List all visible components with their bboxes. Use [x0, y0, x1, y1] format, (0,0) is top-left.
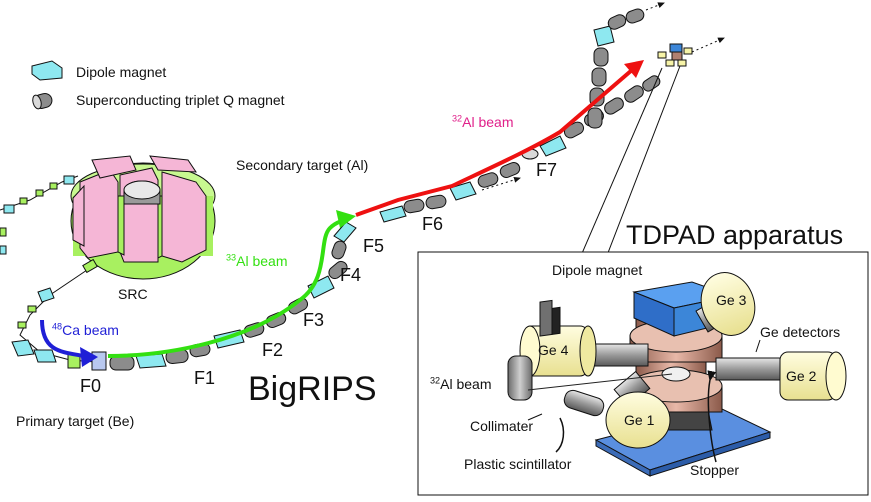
beams: [40, 60, 644, 367]
inset-title: TDPAD apparatus: [626, 220, 844, 250]
legend-quad-icon: [32, 92, 53, 110]
tdpad-icon: [657, 37, 725, 67]
focal-plane-f2: F2: [262, 340, 284, 360]
ge4-label: Ge 4: [538, 342, 569, 358]
bigrips-label: BigRIPS: [248, 370, 377, 408]
tdpad-apparatus: [507, 272, 847, 477]
ge3-detector: [700, 272, 756, 336]
scintillator-label: Plastic scintillator: [464, 456, 572, 472]
al33-beam-label: 33Al beam: [226, 252, 288, 269]
legend-triplet-label: Superconducting triplet Q magnet: [76, 92, 285, 108]
inset-beam-label: 32Al beam: [430, 375, 492, 392]
primary-target-block: [91, 351, 107, 371]
bigrips-beamline: [91, 2, 725, 371]
stopper-label: Stopper: [690, 462, 740, 478]
focal-plane-f3: F3: [303, 310, 325, 330]
secondary-target-label: Secondary target (Al): [236, 157, 369, 173]
ge-detectors-label: Ge detectors: [760, 324, 841, 340]
al32-beam-arrow: [355, 68, 634, 217]
al32-beam-label: 32Al beam: [452, 113, 514, 130]
focal-plane-f7: F7: [536, 160, 558, 180]
collimator: [539, 299, 553, 337]
focal-plane-f0: F0: [80, 376, 102, 396]
al33-beam-arrow: [107, 218, 345, 358]
src-label: SRC: [118, 286, 148, 302]
ge3-label: Ge 3: [716, 292, 747, 308]
primary-target-label: Primary target (Be): [16, 413, 135, 429]
extraction-line: [11, 258, 98, 369]
inset-dipole-label: Dipole magnet: [552, 262, 643, 278]
collimater-label: Collimater: [470, 418, 534, 434]
ge2-label: Ge 2: [786, 368, 817, 384]
focal-plane-f4: F4: [340, 265, 362, 285]
legend-dipole-icon: [31, 60, 63, 81]
focal-plane-f1: F1: [194, 368, 216, 388]
injection-line: [0, 175, 79, 255]
ge1-label: Ge 1: [624, 412, 655, 428]
focal-plane-f6: F6: [422, 214, 444, 234]
ca48-beam-arrow: [40, 319, 85, 358]
plastic-scintillator: [551, 306, 561, 335]
ca48-beam-label: 48Ca beam: [52, 321, 119, 338]
legend: [31, 60, 63, 110]
src-cyclotron: [70, 155, 216, 280]
legend-dipole-label: Dipole magnet: [76, 64, 167, 80]
stopper: [661, 366, 691, 382]
focal-plane-f5: F5: [363, 236, 385, 256]
ge1-detector: [605, 391, 671, 449]
